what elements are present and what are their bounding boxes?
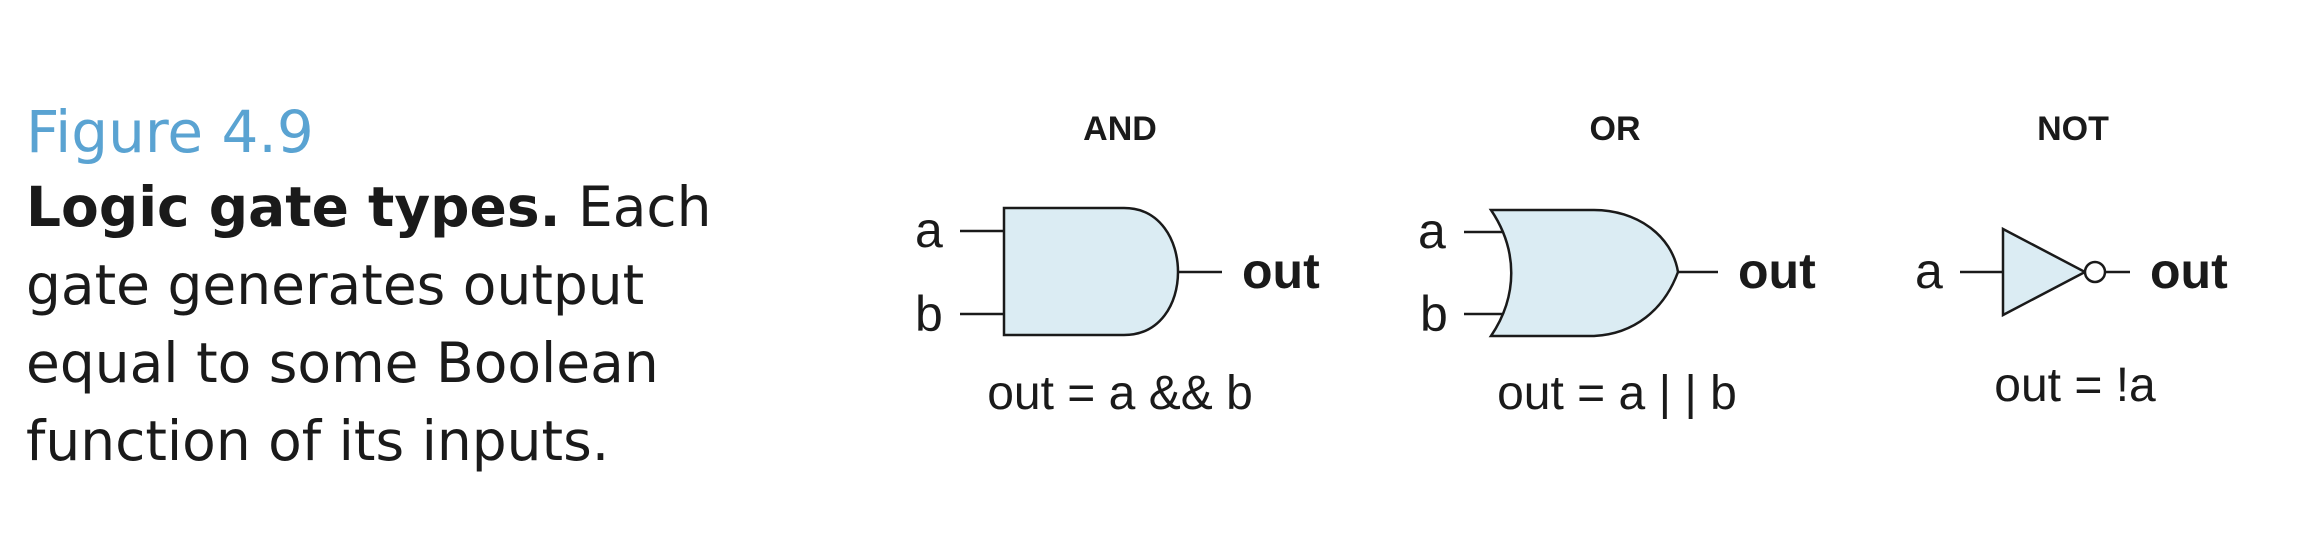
or-gate-title: OR: [1590, 110, 1641, 148]
not-equation: out = !a: [1994, 359, 2156, 412]
and-gate-shape: [1002, 206, 1180, 337]
not-output-label: out: [2150, 243, 2228, 299]
and-input-a-label: a: [915, 202, 943, 258]
and-gate-title: AND: [1083, 110, 1157, 148]
figure-caption: Figure 4.9 Logic gate types. Each gate g…: [26, 96, 726, 480]
figure-title: Logic gate types.: [26, 175, 561, 239]
not-input-a-label: a: [1915, 243, 1943, 299]
and-equation: out = a && b: [987, 367, 1253, 420]
or-input-a-label: a: [1418, 203, 1446, 259]
not-gate: NOT a out out = !a: [1915, 110, 2228, 412]
or-equation: out = a | | b: [1497, 367, 1737, 420]
and-gate: AND a b out out = a && b: [915, 110, 1320, 420]
figure-number: Figure 4.9: [26, 98, 314, 166]
or-gate-shape: [1488, 208, 1680, 338]
not-gate-title: NOT: [2037, 110, 2109, 148]
or-input-b-label: b: [1420, 286, 1448, 342]
and-input-b-label: b: [915, 286, 943, 342]
not-bubble: [2083, 260, 2107, 284]
or-output-label: out: [1738, 243, 1816, 299]
not-gate-shape: [2001, 226, 2088, 318]
or-gate: OR a b out out = a | | b: [1418, 110, 1816, 420]
figure-description: Each gate generates output equal to some…: [26, 175, 712, 473]
and-output-label: out: [1242, 243, 1320, 299]
figure-text: Logic gate types. Each gate generates ou…: [26, 168, 726, 480]
